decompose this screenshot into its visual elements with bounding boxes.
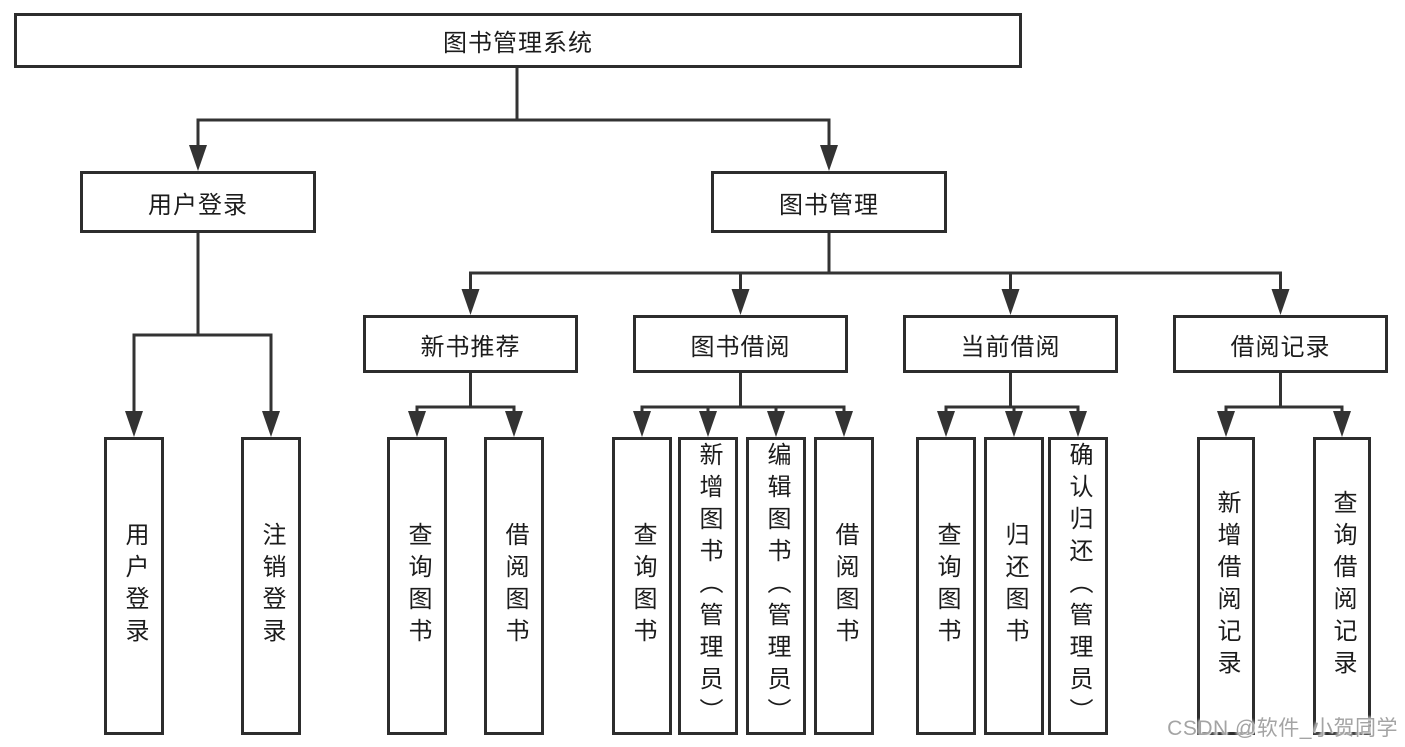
arrowhead bbox=[1333, 411, 1351, 437]
leaf-query-borrow-record: 查询借阅记录 bbox=[1313, 437, 1371, 735]
node-label: 查询图书 bbox=[933, 522, 960, 650]
arrowhead bbox=[1069, 411, 1087, 437]
arrowhead bbox=[767, 411, 785, 437]
leaf-user-login: 用户登录 bbox=[104, 437, 164, 735]
connector-current-borrow-branch bbox=[944, 371, 1080, 416]
node-label: 用户登录 bbox=[148, 191, 248, 219]
node-label: 图书管理 bbox=[779, 191, 879, 219]
arrowhead bbox=[820, 145, 838, 171]
node-label: 借阅图书 bbox=[501, 522, 528, 650]
leaf-borrow-books-recommend: 借阅图书 bbox=[484, 437, 544, 735]
node-library-management-system: 图书管理系统 bbox=[14, 13, 1022, 68]
node-label: 确认归还（管理员） bbox=[1065, 442, 1092, 730]
connector-root-to-level2 bbox=[196, 66, 831, 150]
connector-book-borrow-branch bbox=[640, 371, 846, 416]
connector-borrow-records-branch bbox=[1224, 371, 1344, 416]
node-label: 当前借阅 bbox=[960, 333, 1061, 361]
node-label: 新增图书（管理员） bbox=[695, 442, 722, 730]
arrowhead bbox=[731, 289, 750, 315]
node-new-book-recommend: 新书推荐 bbox=[363, 315, 578, 373]
node-label: 图书借阅 bbox=[690, 333, 791, 361]
leaf-query-books-recommend: 查询图书 bbox=[387, 437, 447, 735]
node-label: 查询借阅记录 bbox=[1329, 490, 1356, 682]
arrowhead bbox=[699, 411, 717, 437]
node-book-borrow: 图书借阅 bbox=[633, 315, 848, 373]
node-label: 图书管理系统 bbox=[443, 30, 593, 57]
node-label: 编辑图书（管理员） bbox=[763, 442, 790, 730]
leaf-query-books-borrow: 查询图书 bbox=[612, 437, 672, 735]
leaf-add-borrow-record: 新增借阅记录 bbox=[1197, 437, 1255, 735]
node-label: 归还图书 bbox=[1001, 522, 1028, 650]
leaf-logout: 注销登录 bbox=[241, 437, 301, 735]
leaf-borrow-books: 借阅图书 bbox=[814, 437, 874, 735]
node-label: 新增借阅记录 bbox=[1213, 490, 1240, 682]
node-label: 新书推荐 bbox=[420, 333, 521, 361]
node-borrow-records: 借阅记录 bbox=[1173, 315, 1388, 373]
arrowhead bbox=[408, 411, 426, 437]
node-label: 注销登录 bbox=[258, 522, 285, 650]
arrowhead bbox=[835, 411, 853, 437]
leaf-confirm-return-admin: 确认归还（管理员） bbox=[1048, 437, 1108, 735]
node-label: 借阅记录 bbox=[1230, 333, 1331, 361]
connector-book-management-branch bbox=[469, 231, 1282, 293]
arrowhead bbox=[1001, 289, 1020, 315]
node-current-borrow: 当前借阅 bbox=[903, 315, 1118, 373]
arrowhead bbox=[505, 411, 523, 437]
node-user-login: 用户登录 bbox=[80, 171, 316, 233]
arrowhead bbox=[189, 145, 207, 171]
arrowhead bbox=[262, 411, 280, 437]
leaf-add-book-admin: 新增图书（管理员） bbox=[678, 437, 738, 735]
arrowhead bbox=[1217, 411, 1235, 437]
node-book-management: 图书管理 bbox=[711, 171, 947, 233]
connector-new-book-recommend-branch bbox=[415, 371, 516, 416]
arrowhead bbox=[937, 411, 955, 437]
arrowhead bbox=[633, 411, 651, 437]
arrowhead bbox=[1005, 411, 1023, 437]
node-label: 用户登录 bbox=[121, 522, 148, 650]
leaf-return-book: 归还图书 bbox=[984, 437, 1044, 735]
node-label: 查询图书 bbox=[629, 522, 656, 650]
csdn-watermark: CSDN @软件_小贺同学 bbox=[1167, 717, 1398, 740]
arrowhead bbox=[1271, 289, 1290, 315]
arrowhead bbox=[125, 411, 143, 437]
node-label: 查询图书 bbox=[404, 522, 431, 650]
leaf-query-books-current: 查询图书 bbox=[916, 437, 976, 735]
connector-user-login-branch bbox=[132, 231, 273, 414]
arrowhead bbox=[461, 289, 480, 315]
node-label: 借阅图书 bbox=[831, 522, 858, 650]
leaf-edit-book-admin: 编辑图书（管理员） bbox=[746, 437, 806, 735]
